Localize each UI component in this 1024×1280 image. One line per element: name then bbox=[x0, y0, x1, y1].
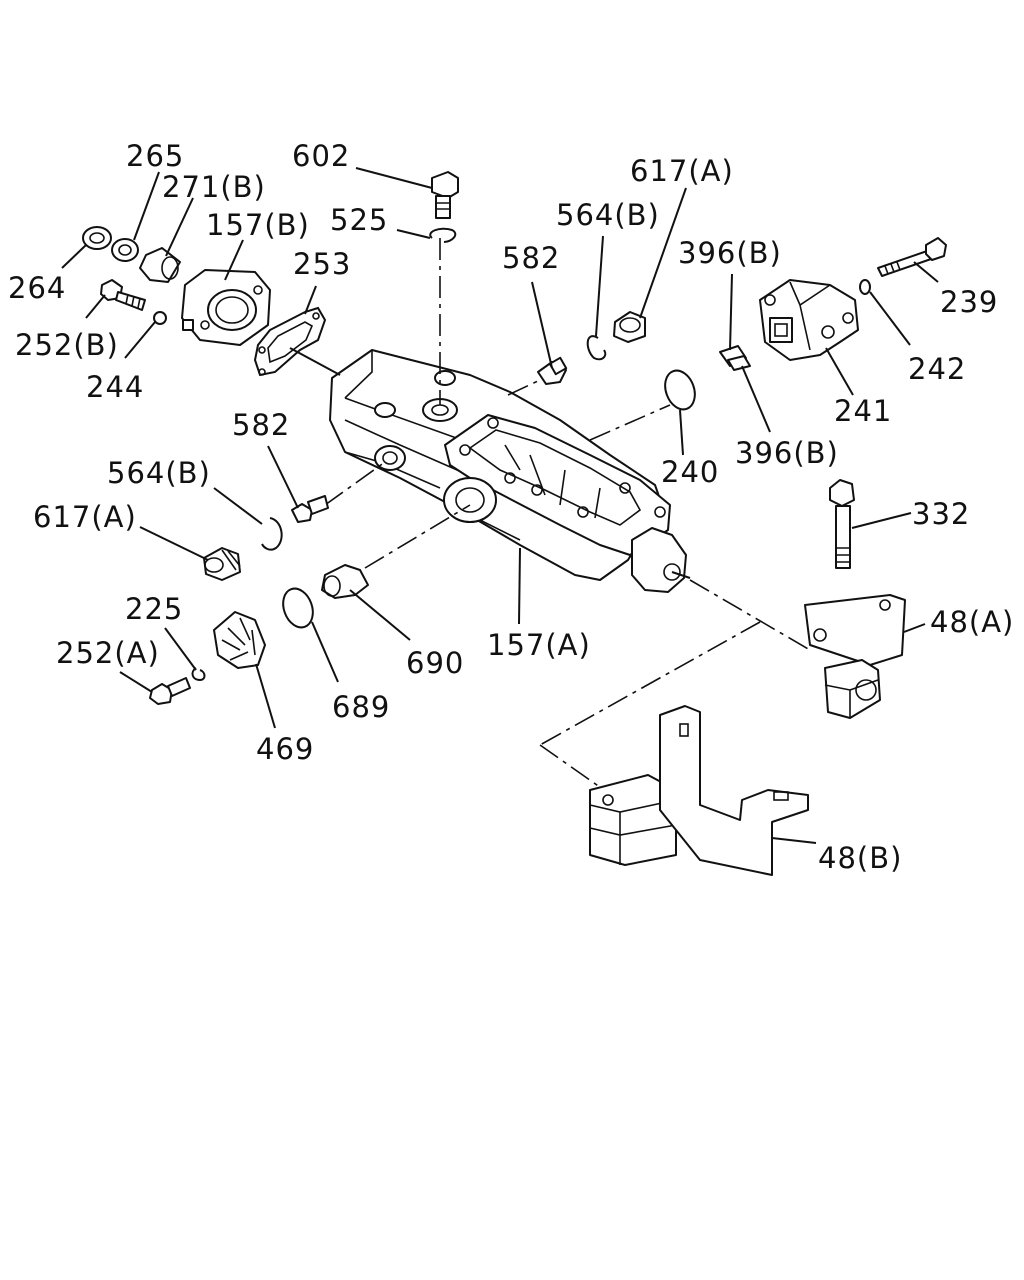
part-253-gasket bbox=[253, 306, 327, 377]
part-617a-top-plug bbox=[613, 311, 646, 343]
label-332: 332 bbox=[912, 497, 970, 531]
part-602-breather bbox=[431, 171, 459, 219]
part-271b-bushing bbox=[139, 247, 181, 283]
part-332-long-bolt bbox=[829, 479, 855, 569]
part-48b-bracket bbox=[589, 705, 809, 876]
label-48a: 48(A) bbox=[930, 605, 1014, 639]
label-564b-mid: 564(B) bbox=[107, 456, 211, 490]
part-469-gear bbox=[213, 611, 266, 669]
label-265: 265 bbox=[126, 139, 184, 173]
label-582-top: 582 bbox=[502, 241, 560, 275]
label-240: 240 bbox=[661, 455, 719, 489]
label-602: 602 bbox=[292, 139, 350, 173]
label-157b: 157(B) bbox=[206, 208, 310, 242]
part-582-top-bolt bbox=[537, 356, 568, 385]
part-690-cap bbox=[321, 564, 369, 599]
part-582-mid-bolt bbox=[291, 495, 329, 523]
part-264-seal bbox=[82, 226, 112, 250]
part-239-bolt bbox=[877, 237, 947, 277]
label-239: 239 bbox=[940, 285, 998, 319]
label-244: 244 bbox=[86, 370, 144, 404]
label-396b-top: 396(B) bbox=[678, 236, 782, 270]
label-689: 689 bbox=[332, 690, 390, 724]
part-689-o-ring bbox=[282, 587, 314, 629]
part-225-washer bbox=[191, 667, 206, 682]
label-617a-mid: 617(A) bbox=[33, 500, 137, 534]
callout-labels: 602 617(A) 265 271(B) 157(B) 525 564(B) … bbox=[8, 139, 1014, 875]
label-252b: 252(B) bbox=[15, 328, 119, 362]
label-48b: 48(B) bbox=[818, 841, 902, 875]
label-242: 242 bbox=[908, 352, 966, 386]
part-396b-pins bbox=[719, 345, 751, 371]
part-265-washer bbox=[111, 238, 139, 262]
part-157b-side-housing bbox=[181, 269, 271, 346]
label-252a: 252(A) bbox=[56, 636, 160, 670]
label-564b-top: 564(B) bbox=[556, 198, 660, 232]
label-617a-top: 617(A) bbox=[630, 154, 734, 188]
part-244-o-ring bbox=[153, 311, 167, 325]
center-lines bbox=[324, 238, 811, 791]
part-252b-bolt bbox=[100, 279, 146, 311]
label-241: 241 bbox=[834, 394, 892, 428]
label-396b-bot: 396(B) bbox=[735, 436, 839, 470]
part-564b-top-clip bbox=[586, 335, 607, 361]
main-housing-157a bbox=[329, 349, 691, 593]
part-525-snap-ring bbox=[429, 227, 457, 243]
label-525: 525 bbox=[330, 203, 388, 237]
label-264: 264 bbox=[8, 271, 66, 305]
part-48a-bracket bbox=[804, 594, 906, 719]
label-157a: 157(A) bbox=[487, 628, 591, 662]
label-690: 690 bbox=[406, 646, 464, 680]
leader-lines bbox=[61, 167, 939, 844]
part-617a-mid-plug bbox=[203, 547, 241, 581]
label-469: 469 bbox=[256, 732, 314, 766]
part-240-o-ring bbox=[664, 369, 696, 411]
part-241-shift-cover bbox=[759, 279, 859, 361]
label-582-mid: 582 bbox=[232, 408, 290, 442]
part-242-washer bbox=[859, 279, 871, 295]
label-271b: 271(B) bbox=[162, 170, 266, 204]
label-253: 253 bbox=[293, 247, 351, 281]
part-252a-bolt bbox=[149, 677, 191, 705]
label-225: 225 bbox=[125, 592, 183, 626]
part-564b-mid-clip bbox=[261, 517, 283, 551]
